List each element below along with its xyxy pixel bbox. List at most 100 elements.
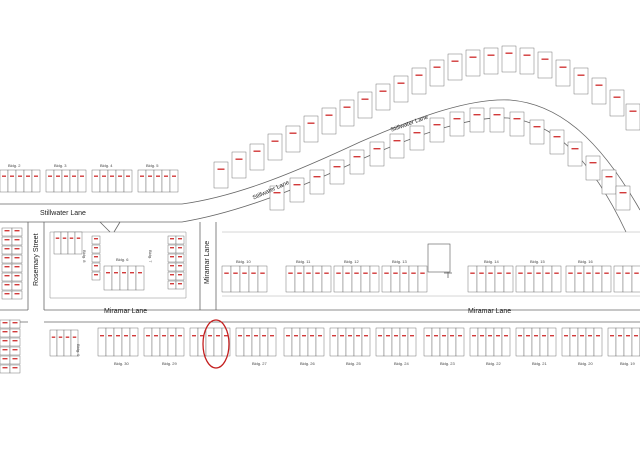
building-footprint <box>429 59 445 87</box>
unit-number-mark <box>479 272 484 274</box>
unit-number-mark <box>410 335 414 337</box>
unit-number-mark <box>634 272 639 274</box>
unit-footprint <box>501 327 511 357</box>
building-footprint <box>91 253 101 263</box>
unit-footprint <box>175 280 185 290</box>
unit-number-mark <box>488 335 492 337</box>
unit-number-mark <box>170 274 174 276</box>
unit-number-mark <box>162 335 166 337</box>
building-footprint <box>91 169 133 193</box>
unit-number-mark <box>595 272 600 274</box>
unit-number-mark <box>289 132 297 134</box>
unit-footprint <box>11 272 23 282</box>
unit-number-mark <box>626 335 630 337</box>
unit-footprint <box>409 125 425 151</box>
unit-footprint <box>615 327 625 357</box>
unit-number-mark <box>541 58 549 60</box>
unit-footprint <box>11 263 23 273</box>
unit-number-mark <box>10 175 14 177</box>
building-footprint <box>231 151 247 179</box>
building-label: Bldg. 9 <box>76 344 81 357</box>
building-footprint <box>329 327 371 357</box>
unit-number-mark <box>420 272 425 274</box>
unit-footprint <box>243 327 253 357</box>
unit-number-mark <box>545 272 550 274</box>
unit-footprint <box>153 169 163 193</box>
unit-number-mark <box>65 336 70 338</box>
street-label-rosemary: Rosemary Street <box>33 233 40 286</box>
unit-number-mark <box>48 175 52 177</box>
unit-footprint <box>533 265 544 293</box>
unit-footprint <box>0 169 9 193</box>
unit-number-mark <box>178 256 182 258</box>
building-footprint <box>483 47 499 75</box>
unit-footprint <box>321 107 337 135</box>
unit-number-mark <box>306 272 311 274</box>
unit-number-mark <box>178 238 182 240</box>
unit-footprint <box>77 169 87 193</box>
unit-number-mark <box>353 156 361 158</box>
building-footprint <box>137 169 179 193</box>
unit-number-mark <box>4 230 10 232</box>
unit-footprint <box>607 327 617 357</box>
building-footprint <box>549 129 565 155</box>
unit-footprint <box>231 151 247 179</box>
unit-number-mark <box>361 98 369 100</box>
unit-footprint <box>345 327 355 357</box>
unit-footprint <box>123 169 133 193</box>
building-footprint <box>167 262 185 272</box>
unit-footprint <box>9 337 21 347</box>
unit-footprint <box>1 263 13 273</box>
unit-number-mark <box>72 175 76 177</box>
building-footprint <box>529 119 545 145</box>
unit-number-mark <box>2 340 8 342</box>
unit-footprint <box>251 327 261 357</box>
unit-number-mark <box>473 114 481 116</box>
unit-footprint <box>383 327 393 357</box>
unit-number-mark <box>200 335 204 337</box>
unit-number-mark <box>94 247 98 249</box>
building-label: Bldg. 13 <box>392 259 407 264</box>
unit-footprint <box>159 327 169 357</box>
unit-footprint <box>519 47 535 75</box>
building-footprint <box>333 265 380 293</box>
unit-number-mark <box>118 175 122 177</box>
building-footprint <box>91 271 101 281</box>
unit-footprint <box>249 143 265 171</box>
unit-footprint <box>267 327 277 357</box>
unit-footprint <box>11 290 23 300</box>
unit-footprint <box>494 265 505 293</box>
unit-number-mark <box>616 272 621 274</box>
unit-footprint <box>469 327 479 357</box>
unit-footprint <box>175 253 185 263</box>
unit-footprint <box>601 169 617 195</box>
unit-footprint <box>11 281 23 291</box>
unit-number-mark <box>634 335 638 337</box>
building-footprint <box>167 235 185 245</box>
unit-number-mark <box>114 272 118 274</box>
building-label: Bldg. 27 <box>252 361 267 366</box>
building-footprint <box>565 265 612 293</box>
building-label: Bldg. 12 <box>344 259 359 264</box>
unit-footprint <box>583 265 594 293</box>
unit-number-mark <box>94 238 98 240</box>
building-label: Bldg. 25 <box>346 361 361 366</box>
unit-footprint <box>56 329 65 357</box>
unit-footprint <box>257 265 268 293</box>
building-footprint <box>607 327 640 357</box>
building-footprint <box>1 290 23 300</box>
unit-number-mark <box>238 335 242 337</box>
building-footprint <box>449 111 465 137</box>
unit-number-mark <box>110 175 114 177</box>
building-label: Bldg. 26 <box>300 361 315 366</box>
unit-footprint <box>161 169 171 193</box>
building-label: Bldg. 2 <box>8 163 21 168</box>
unit-number-mark <box>533 126 541 128</box>
building-footprint <box>489 107 505 133</box>
building-footprint <box>309 169 325 195</box>
building-footprint <box>411 67 427 95</box>
unit-number-mark <box>178 274 182 276</box>
unit-footprint <box>455 327 465 357</box>
building-label: Bldg. 8 <box>82 250 87 263</box>
